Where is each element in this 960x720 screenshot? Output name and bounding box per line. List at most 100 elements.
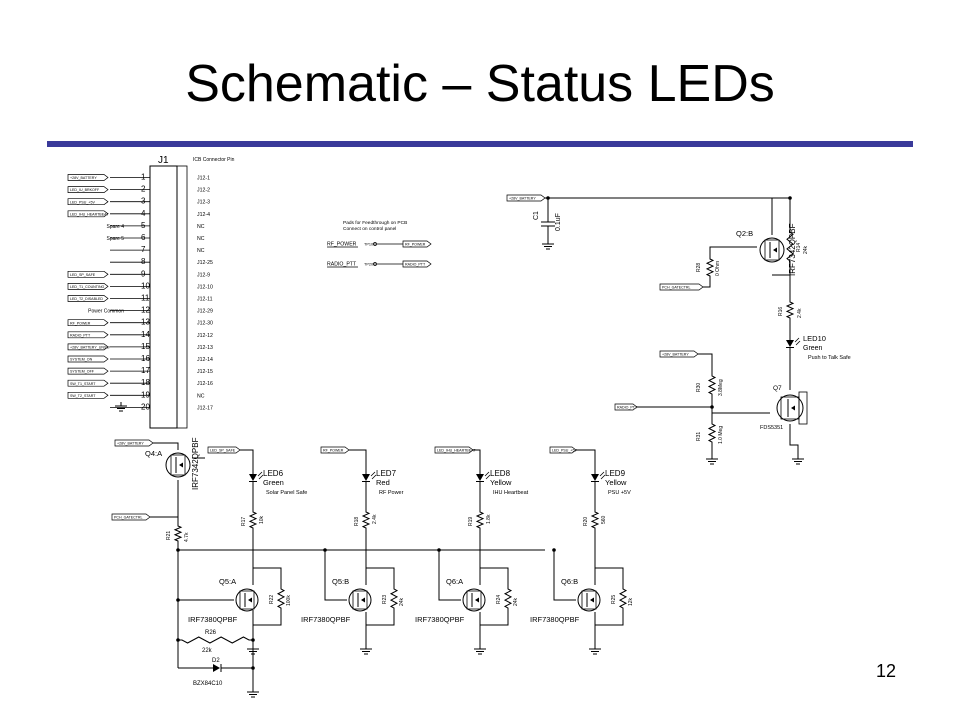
- j1-net-label: +28V_BATTERY_UNSW: [70, 346, 110, 350]
- led10-ref: LED10: [803, 334, 826, 343]
- j1-row: 14 J12-12 RADIO_PTT: [67, 330, 213, 339]
- j1-pin-number: 2: [141, 185, 146, 194]
- j1-net-label: SW_T2_START: [70, 394, 96, 398]
- battery-net-label: +28V_BATTERY: [117, 442, 144, 446]
- led-net-label: LED_SP_SAFE: [210, 449, 236, 453]
- r14-value: 24k: [803, 245, 809, 254]
- j1-net-label: RF_POWER: [70, 321, 91, 325]
- led-resistor-value: 2.4k: [372, 514, 378, 524]
- q4-ref: Q4:A: [145, 449, 162, 458]
- led-ref: LED9: [605, 469, 626, 478]
- j1-pin-number: 5: [141, 221, 146, 230]
- gate-resistor-ref: R23: [382, 595, 388, 604]
- r21-ref: R21: [166, 531, 172, 540]
- r31-ref: R31: [696, 432, 702, 441]
- j1-icb-pin: J12-11: [197, 297, 213, 303]
- battery-net-label: +28V_BATTERY: [509, 197, 536, 201]
- j1-row: 15 J12-13 +28V_BATTERY_UNSW: [67, 342, 213, 351]
- pad-net-label: RADIO_PTT: [405, 263, 426, 267]
- feedthrough-pad: RADIO_PTT TP20 RADIO_PTT: [327, 260, 432, 268]
- led-resistor-ref: R17: [241, 517, 247, 526]
- r16-ref: R16: [778, 307, 784, 316]
- j1-net-label: RADIO_PTT: [70, 333, 91, 337]
- gate-net-label: PCH_GATECTRL: [114, 516, 143, 520]
- r16-value: 2.4k: [797, 308, 803, 318]
- j1-icb-pin: J12-3: [197, 200, 210, 206]
- led-net-label: RF_POWER: [323, 449, 344, 453]
- pad-testpoint: TP20: [364, 263, 373, 267]
- q2-part: IRF7342QPBF: [788, 223, 797, 276]
- led-resistor-value: 1.8k: [486, 514, 492, 524]
- j1-pin-number: 7: [141, 245, 146, 254]
- j1-pin-label: Spare 5: [106, 236, 124, 242]
- gate-resistor-value: 24k: [513, 597, 519, 606]
- j1-pin-number: 6: [141, 233, 146, 242]
- mosfet-part: IRF7380QPBF: [301, 615, 351, 624]
- pad-net-label: RF_POWER: [405, 243, 426, 247]
- j1-net-label: LED_SP_SAFE: [70, 273, 96, 277]
- j1-icb-pin: J12-16: [197, 381, 213, 387]
- j1-icb-pin: J12-2: [197, 188, 210, 194]
- mosfet-ref: Q6:B: [561, 577, 578, 586]
- q7-ref: Q7: [773, 385, 782, 392]
- feedthrough-note-2: Connect on control panel: [343, 226, 396, 232]
- pad-name: RADIO_PTT: [327, 262, 357, 268]
- q2-ref: Q2:B: [736, 229, 753, 238]
- radio-net-label: RADIO_PTT: [617, 406, 638, 410]
- led-color: Yellow: [605, 478, 627, 487]
- j1-pin-number: 18: [141, 378, 150, 387]
- j1-icb-pin: J12-10: [197, 284, 213, 290]
- j1-pin-number: 15: [141, 342, 150, 351]
- j1-icb-pin: J12-1: [197, 176, 210, 182]
- r28-ref: R28: [696, 263, 702, 272]
- j1-icb-pin: J12-4: [197, 212, 210, 218]
- j1-icb-pin: J12-9: [197, 272, 210, 278]
- gate-resistor-ref: R22: [269, 595, 275, 604]
- mosfet-ref: Q5:A: [219, 577, 236, 586]
- led-net-label: LED_PSU_+5V: [552, 449, 577, 453]
- mosfet-part: IRF7380QPBF: [188, 615, 238, 624]
- j1-net-label: SYSTEM_ON: [70, 358, 93, 362]
- led-resistor-ref: R20: [583, 517, 589, 526]
- j1-pin-number: 16: [141, 354, 150, 363]
- led-resistor-ref: R19: [468, 517, 474, 526]
- j1-icb-pin: J12-13: [197, 345, 213, 351]
- mosfet-ref: Q5:B: [332, 577, 349, 586]
- j1-pin-number: 4: [141, 209, 146, 218]
- led-ref: LED8: [490, 469, 511, 478]
- j1-header: ICB Connector Pin: [193, 157, 235, 163]
- gate-net-label: PCH_GATECTRL: [662, 286, 691, 290]
- d2-ref: D2: [212, 658, 220, 664]
- gate-resistor-value: 100k: [286, 595, 292, 606]
- j1-pin-number: 14: [141, 330, 150, 339]
- led-color: Yellow: [490, 478, 512, 487]
- j1-icb-pin: J12-17: [197, 405, 213, 411]
- j1-pin-number: 8: [141, 257, 146, 266]
- j1-icb-pin: J12-12: [197, 333, 213, 339]
- led-label: PSU +5V: [608, 490, 631, 496]
- led-color: Red: [376, 478, 390, 487]
- q4-part: IRF7342QPBF: [191, 437, 200, 490]
- j1-net-label: LED_T2_DISABLED: [70, 297, 103, 301]
- pad-testpoint: TP10: [364, 243, 373, 247]
- j1-pin-number: 12: [141, 306, 150, 315]
- gate-resistor-ref: R24: [496, 595, 502, 604]
- j1-icb-pin: NC: [197, 224, 205, 230]
- led10-label: Push to Talk Safe: [808, 355, 851, 361]
